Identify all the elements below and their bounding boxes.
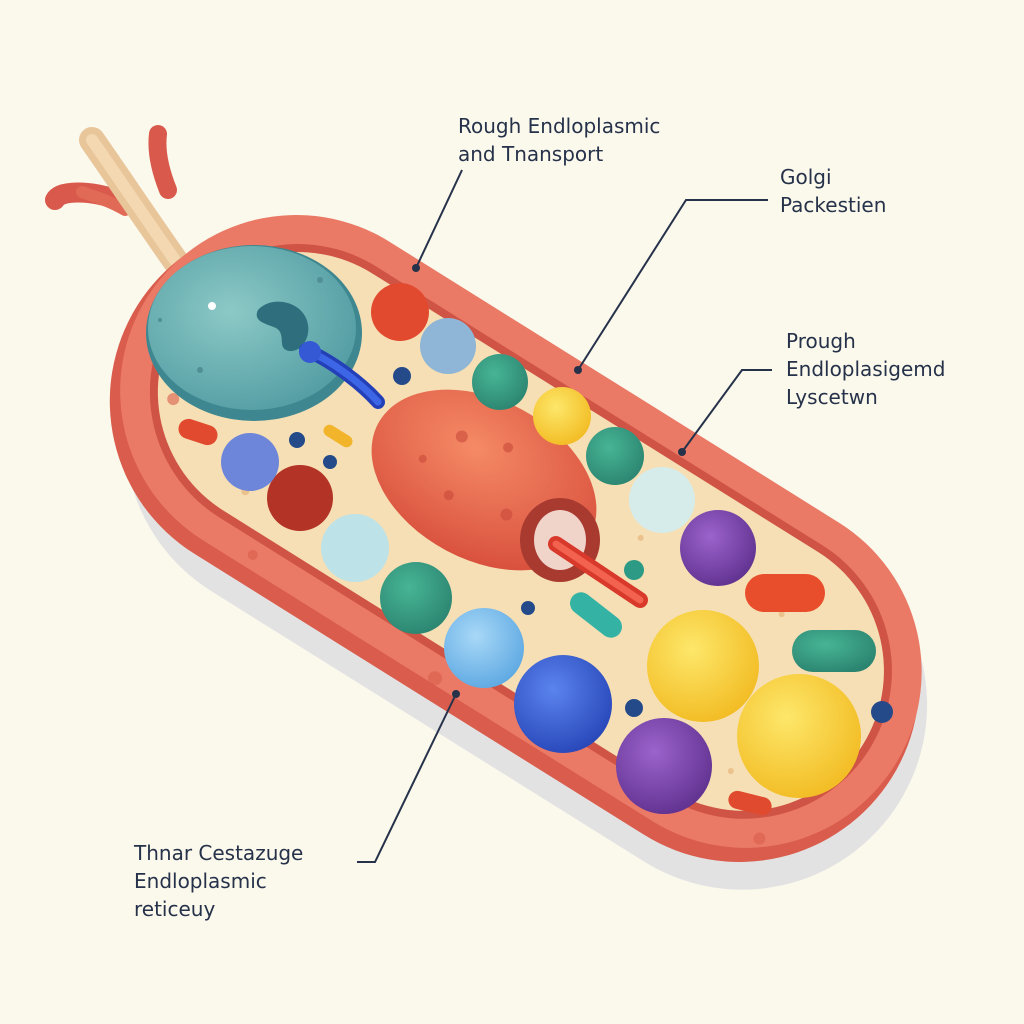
organelles: [178, 283, 893, 816]
leader-line-3: [681, 369, 772, 453]
label-line: and Tnansport: [458, 142, 604, 166]
label-line: reticeuy: [134, 897, 216, 921]
label-line: Packestien: [780, 193, 887, 217]
leader-line-4: [357, 693, 457, 863]
label-line: Rough Endloplasmic: [458, 114, 661, 138]
leader-lines: [357, 169, 772, 863]
label-prough-endoplasmic: Prough Endloplasigemd Lyscetwn: [786, 327, 945, 411]
label-line: Thnar Cestazuge: [134, 841, 304, 865]
label-endoplasmic-reticulum: Thnar Cestazuge Endloplasmic reticeuy: [134, 839, 303, 923]
label-line: Prough: [786, 329, 856, 353]
label-golgi: Golgi Packestien: [780, 163, 886, 219]
nucleus: [146, 245, 385, 421]
leader-line-1: [415, 169, 463, 269]
label-line: Lyscetwn: [786, 385, 878, 409]
label-line: Endloplasigemd: [786, 357, 946, 381]
leader-line-2: [577, 199, 768, 371]
label-rough-endoplasmic-transport: Rough Endloplasmic and Tnansport: [458, 112, 660, 168]
label-line: Golgi: [780, 165, 832, 189]
label-line: Endloplasmic: [134, 869, 267, 893]
